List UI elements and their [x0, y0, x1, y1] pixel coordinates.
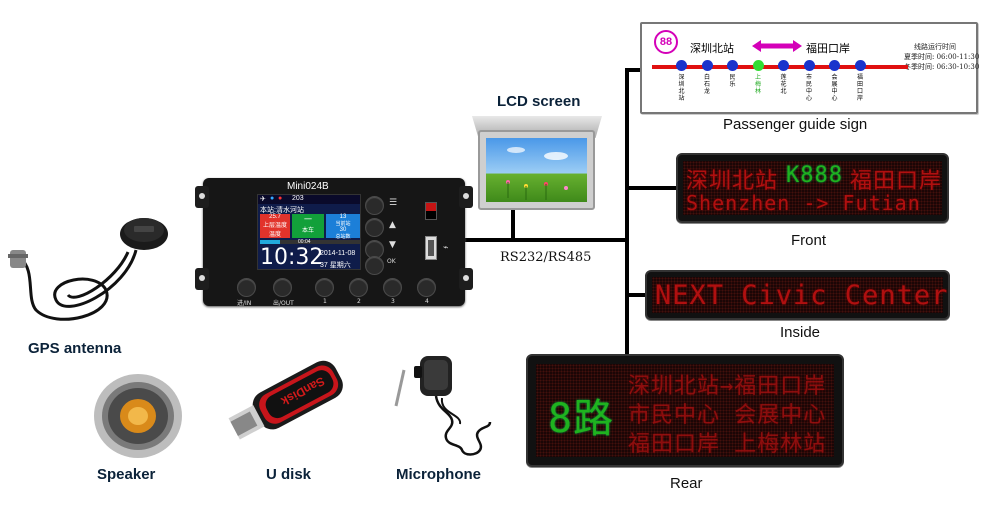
- lcd-screen-label: LCD screen: [497, 93, 581, 110]
- wire-to-lcd: [511, 208, 515, 240]
- bus-wire-vertical: [625, 69, 629, 358]
- front-line1-route: K888: [786, 163, 843, 188]
- lcd-screen: [478, 130, 595, 210]
- route-stop: [778, 60, 789, 71]
- down-icon: ▼: [389, 240, 396, 250]
- route-stop-name: 福田口岸: [856, 74, 863, 102]
- rear-label: Rear: [670, 475, 703, 492]
- mini024b-controller: Mini024B ✈ ● ● 203 本站:清水河站 25.7 上层温度 温度 …: [195, 178, 473, 307]
- status-text: 203: [292, 195, 304, 202]
- progress-bar: [260, 240, 360, 244]
- guide-to-station: 福田口岸: [806, 42, 850, 55]
- rear-led-display: 8路 深圳北站→福田口岸 市民中心 会展中心 福田口岸 上梅林站: [526, 354, 844, 467]
- route-stop-name: 深圳北站: [678, 74, 685, 102]
- route-stop-name: 上梅林: [754, 74, 761, 95]
- front-led-display: 深圳北站 K888 福田口岸 Shenzhen -> Futian: [676, 153, 949, 223]
- bidirectional-arrow-icon: [752, 40, 802, 52]
- front-line1-right: 福田口岸: [850, 169, 943, 194]
- route-stop-name: 白石龙: [703, 74, 710, 95]
- route-stop: [676, 60, 687, 71]
- side-button-4[interactable]: [365, 256, 384, 275]
- gps-status-icon: ✈: [260, 196, 266, 203]
- wire-to-front: [625, 186, 677, 190]
- interface-label: RS232/RS485: [500, 250, 592, 265]
- lcd-screen-image: [486, 138, 587, 202]
- guide-from-station: 深圳北站: [690, 42, 734, 55]
- gps-antenna-icon: [8, 218, 168, 321]
- passenger-guide-sign-label: Passenger guide sign: [723, 116, 868, 133]
- route-stop: [803, 60, 815, 71]
- ok-label: OK: [387, 258, 396, 265]
- out-button[interactable]: [273, 278, 292, 297]
- tile-station-count: 13 当前站 30 总站数: [326, 214, 360, 240]
- controller-model: Mini024B: [287, 181, 329, 192]
- inside-label: Inside: [780, 324, 821, 341]
- signal-status-icon: ●: [270, 195, 275, 202]
- wire-to-controller: [465, 238, 627, 242]
- guide-info-title: 线路运行时间: [914, 43, 956, 51]
- wire-to-guide-sign: [625, 68, 641, 72]
- station-label: 本站:清水河站: [260, 207, 304, 214]
- in-button-label: 进/IN: [237, 300, 252, 307]
- side-button-2[interactable]: [365, 218, 384, 237]
- guide-winter-time: 冬季时间: 06:30-10:30: [904, 63, 980, 71]
- route-stop: [727, 60, 738, 71]
- route-stop-name: 莲花北: [780, 74, 787, 95]
- passenger-guide-sign: 88 深圳北站 福田口岸 线路运行时间 夏季时间: 06:00-11:30 冬季…: [640, 22, 980, 114]
- key-2-button[interactable]: [349, 278, 368, 297]
- speaker-label: Speaker: [97, 466, 156, 483]
- key-4-label: 4: [425, 298, 429, 305]
- progress-time: 00:04: [298, 239, 311, 245]
- key-1-button[interactable]: [315, 278, 334, 297]
- status-bar: ✈ ● ● 203: [258, 195, 360, 204]
- route-stop: [854, 60, 866, 71]
- route-stop: [701, 60, 713, 71]
- front-line1-left: 深圳北站: [686, 169, 779, 194]
- key-4-button[interactable]: [417, 278, 436, 297]
- u-disk-icon: SanDisk: [228, 360, 343, 440]
- out-button-label: 出/OUT: [273, 300, 294, 307]
- tile-temperature: 25.7 上层温度 温度: [260, 214, 290, 238]
- in-button[interactable]: [237, 278, 256, 297]
- route-stop: [752, 60, 764, 71]
- inside-led-display: NEXT Civic Center: [645, 270, 950, 320]
- usb-icon: ⌁: [443, 242, 449, 252]
- side-button-1[interactable]: [365, 196, 384, 215]
- key-3-button[interactable]: [383, 278, 402, 297]
- wire-to-inside: [625, 293, 647, 297]
- u-disk-label: U disk: [266, 466, 312, 483]
- rear-route: 8路: [548, 396, 615, 442]
- key-1-label: 1: [323, 298, 327, 305]
- front-line2: Shenzhen -> Futian: [686, 191, 921, 215]
- controller-screen: ✈ ● ● 203 本站:清水河站 25.7 上层温度 温度 一 本车 13 当…: [257, 194, 361, 270]
- microphone-icon: [394, 356, 492, 456]
- front-label: Front: [791, 232, 827, 249]
- route-badge: 88: [654, 30, 678, 54]
- clock-weekday: 37 星期六: [320, 262, 351, 269]
- clock-date: 2014-11-08: [320, 250, 356, 257]
- guide-summer-time: 夏季时间: 06:00-11:30: [904, 53, 980, 61]
- clock-time: 10:32: [260, 245, 324, 270]
- key-2-label: 2: [357, 298, 361, 305]
- up-icon: ▲: [389, 220, 396, 230]
- key-3-label: 3: [391, 298, 395, 305]
- usb-port[interactable]: [425, 236, 437, 260]
- rear-row-1: 深圳北站→福田口岸: [628, 374, 827, 399]
- gps-antenna-label: GPS antenna: [28, 340, 122, 357]
- route-stop-name: 民乐: [729, 74, 736, 88]
- speaker-icon: [94, 374, 182, 458]
- tile-direction: 一 本车: [292, 214, 324, 238]
- menu-icon: ☰: [389, 198, 398, 208]
- rear-row-2: 市民中心 会展中心: [628, 403, 827, 428]
- power-switch[interactable]: [425, 202, 437, 220]
- route-stop: [829, 60, 840, 71]
- rear-row-3: 福田口岸 上梅林站: [628, 432, 827, 457]
- route-stop-name: 会展中心: [831, 74, 838, 102]
- inside-text: NEXT Civic Center: [655, 280, 949, 311]
- alarm-status-icon: ●: [278, 195, 283, 202]
- route-stop-name: 市民中心: [805, 74, 812, 102]
- microphone-label: Microphone: [396, 466, 481, 483]
